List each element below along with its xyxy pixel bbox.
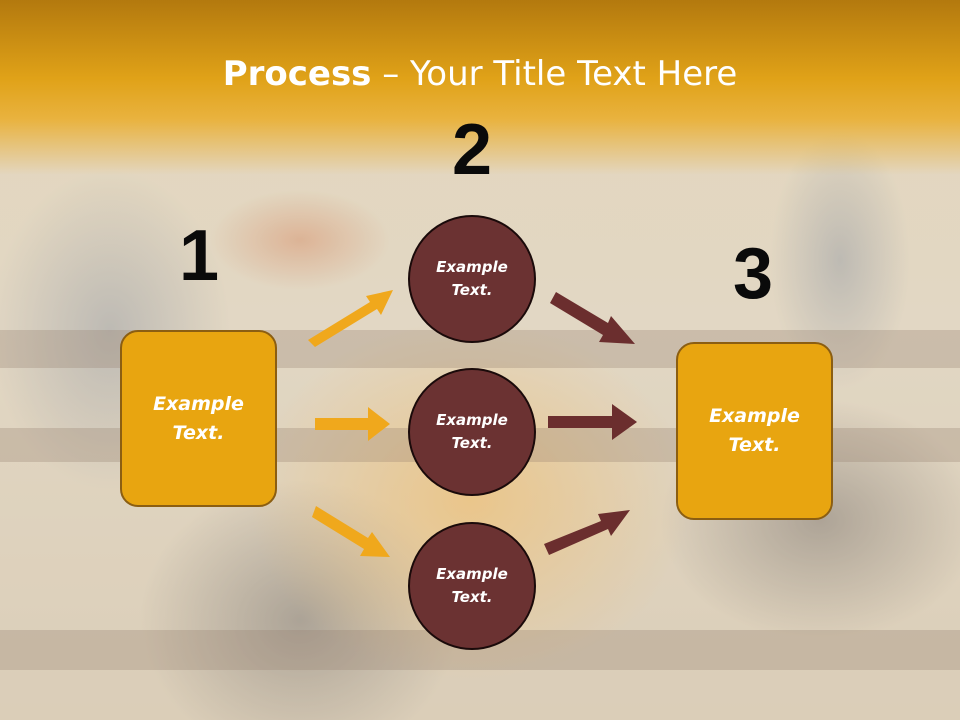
circle-middle-text: Example Text. <box>436 411 508 452</box>
arrow-up-right-icon <box>308 290 393 347</box>
title-bold: Process <box>222 54 372 94</box>
step-number-1: 1 <box>178 216 220 296</box>
arrow-down-right-icon <box>312 506 390 557</box>
step-2-circle-top[interactable]: Example Text. <box>408 215 536 343</box>
arrow-down-right-icon <box>550 292 635 344</box>
circle-top-text: Example Text. <box>436 258 508 299</box>
step-2-circle-bottom[interactable]: Example Text. <box>408 522 536 650</box>
arrow-up-right-icon <box>544 510 630 555</box>
circle-bottom-text: Example Text. <box>436 565 508 606</box>
step-1-text: Example Text. <box>153 392 244 444</box>
step-3-text: Example Text. <box>709 405 800 456</box>
title-rest: – Your Title Text Here <box>371 54 738 94</box>
slide-title[interactable]: Process – Your Title Text Here <box>0 52 960 96</box>
step-number-2: 2 <box>451 110 493 190</box>
arrow-right-icon <box>548 404 637 440</box>
step-1-box[interactable]: Example Text. <box>120 330 277 507</box>
step-3-box[interactable]: Example Text. <box>676 342 833 520</box>
step-2-circle-middle[interactable]: Example Text. <box>408 368 536 496</box>
arrow-right-icon <box>315 407 390 441</box>
step-number-3: 3 <box>732 234 774 314</box>
title-band <box>0 0 960 175</box>
